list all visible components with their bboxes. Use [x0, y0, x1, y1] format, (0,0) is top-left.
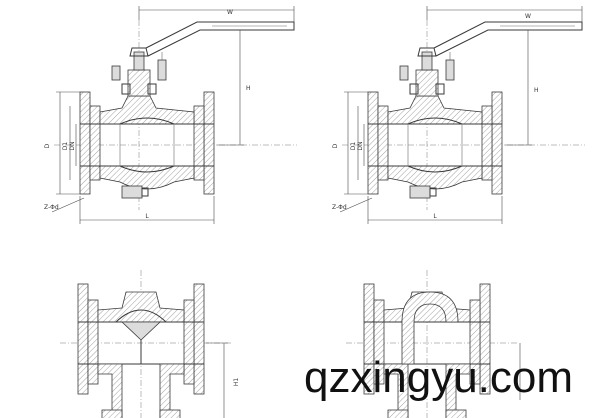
dim-W-label: W — [227, 9, 233, 16]
dim-H1-label: H1 — [233, 378, 240, 387]
dim-W-label: W — [525, 13, 531, 20]
dim-DN-label: DN — [69, 141, 76, 150]
dim-H-label: H — [246, 85, 251, 92]
dim-Z-label: Z-Φd — [44, 204, 59, 211]
site-watermark: qzxingyu.com — [304, 353, 573, 402]
dim-L-label: L — [145, 213, 149, 220]
bottom-right-section-view — [345, 269, 521, 418]
top-left-valve-view: W H D D1 DN Z-Φd L — [44, 5, 298, 225]
bottom-left-section-view: H1 — [59, 269, 240, 418]
dim-L-label: L — [433, 213, 437, 220]
top-right-valve-view: W H D D1 DN Z-Φd L — [332, 5, 586, 225]
dim-Z-label: Z-Φd — [332, 204, 347, 211]
dim-D-label: D — [332, 143, 339, 148]
dim-H-label: H — [534, 87, 539, 94]
dim-D-label: D — [44, 143, 51, 148]
dim-DN-label: DN — [357, 141, 364, 150]
dim-D1-label: D1 — [350, 142, 357, 151]
dim-D1-label: D1 — [62, 142, 69, 151]
